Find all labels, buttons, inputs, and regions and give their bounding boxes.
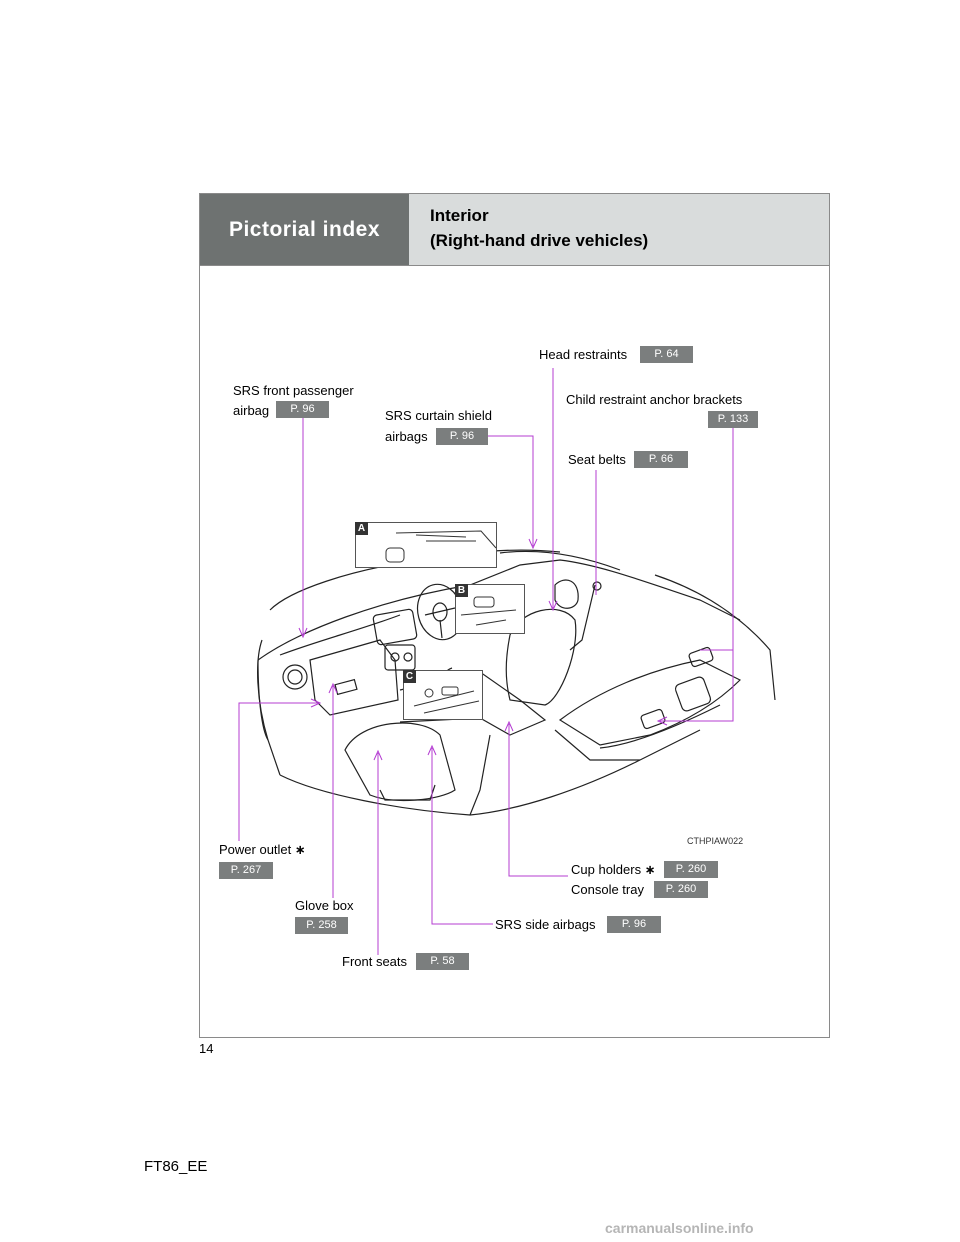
label-seat-belts: Seat belts bbox=[568, 452, 626, 467]
label-srs-front-line1: SRS front passenger bbox=[233, 383, 354, 398]
header-divider bbox=[200, 265, 829, 266]
driver-seat bbox=[505, 608, 577, 706]
rear-seat bbox=[558, 659, 742, 746]
power-outlet-asterisk: ∗ bbox=[294, 842, 306, 857]
leader-srs-side bbox=[431, 748, 493, 925]
label-power-outlet: Power outlet ∗ bbox=[219, 842, 306, 858]
page-badge-srs-curtain[interactable]: P. 96 bbox=[436, 428, 488, 445]
label-console-tray: Console tray bbox=[571, 882, 644, 897]
leader-child-restraint bbox=[660, 428, 734, 722]
page-title: Interior (Right-hand drive vehicles) bbox=[409, 194, 829, 265]
label-glove-box: Glove box bbox=[295, 898, 354, 913]
leader-power-outlet bbox=[238, 702, 318, 841]
document-code: FT86_EE bbox=[144, 1158, 208, 1175]
page-frame: Pictorial index Interior (Right-hand dri… bbox=[199, 193, 830, 1038]
inset-label-b: B bbox=[455, 584, 468, 597]
label-front-seats: Front seats bbox=[342, 954, 408, 969]
label-head-restraints: Head restraints bbox=[539, 347, 628, 362]
page-badge-front-seats[interactable]: P. 58 bbox=[416, 953, 469, 970]
watermark: carmanualsonline.info bbox=[605, 1220, 754, 1236]
inset-c bbox=[403, 670, 483, 720]
page-badge-srs-side[interactable]: P. 96 bbox=[607, 916, 661, 933]
section-tab: Pictorial index bbox=[200, 194, 409, 265]
inset-label-a: A bbox=[355, 522, 368, 535]
page-badge-console-tray[interactable]: P. 260 bbox=[654, 881, 708, 898]
title-line-2: (Right-hand drive vehicles) bbox=[430, 231, 649, 250]
label-illustration-code: CTHPIAW022 bbox=[687, 836, 744, 846]
title-line-1: Interior bbox=[430, 206, 489, 225]
page-badge-seat-belts[interactable]: P. 66 bbox=[634, 451, 688, 468]
label-srs-front-line2: airbag bbox=[233, 403, 270, 418]
center-stack bbox=[372, 608, 418, 646]
vent-left bbox=[282, 664, 308, 690]
leader-srs-curtain bbox=[488, 435, 534, 546]
power-outlet-text: Power outlet bbox=[219, 842, 292, 857]
page-number: 14 bbox=[199, 1041, 214, 1056]
page-badge-glove-box[interactable]: P. 258 bbox=[295, 917, 348, 934]
inset-label-c: C bbox=[403, 670, 416, 683]
page-badge-power-outlet[interactable]: P. 267 bbox=[219, 862, 273, 879]
label-cup-holders: Cup holders ∗ bbox=[571, 862, 656, 878]
page-badge-head-restraints[interactable]: P. 64 bbox=[640, 346, 693, 363]
inset-a bbox=[355, 522, 497, 568]
page-badge-cup-holders[interactable]: P. 260 bbox=[664, 861, 718, 878]
glove-box-shape bbox=[309, 639, 399, 716]
label-child-restraint: Child restraint anchor brackets bbox=[566, 392, 743, 407]
label-srs-curtain-line1: SRS curtain shield bbox=[385, 408, 492, 423]
page-badge-child-restraint[interactable]: P. 133 bbox=[708, 411, 758, 428]
label-srs-curtain-line2: airbags bbox=[385, 429, 428, 444]
cup-holders-asterisk: ∗ bbox=[644, 862, 656, 877]
page-badge-srs-front[interactable]: P. 96 bbox=[276, 401, 329, 418]
label-srs-side: SRS side airbags bbox=[495, 917, 596, 932]
cup-holders-text: Cup holders bbox=[571, 862, 642, 877]
leader-cup-holders bbox=[508, 724, 568, 877]
